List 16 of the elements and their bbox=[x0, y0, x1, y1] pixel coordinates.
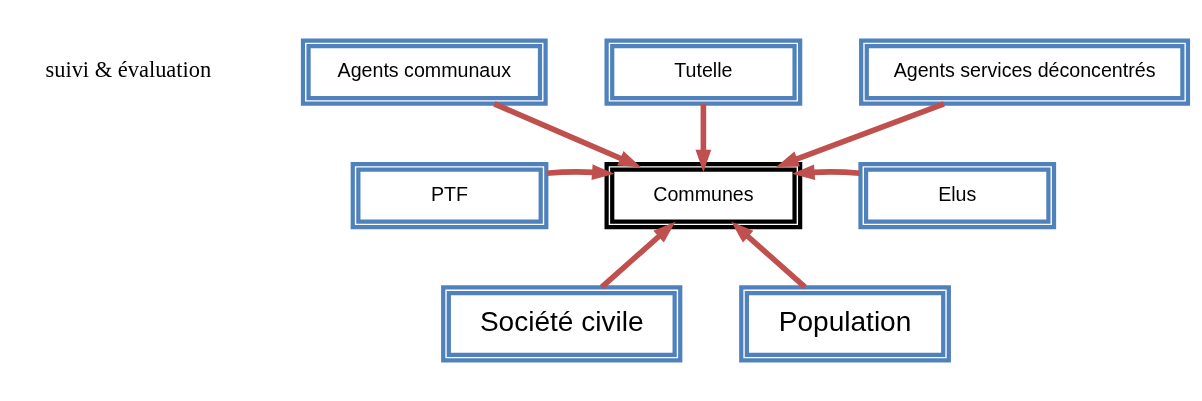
node-box: Communes bbox=[604, 161, 803, 230]
node-box: Elus bbox=[858, 161, 1057, 230]
node-box: Tutelle bbox=[604, 38, 803, 106]
arrow bbox=[695, 104, 712, 173]
arrow bbox=[731, 221, 807, 290]
arrow bbox=[776, 101, 945, 167]
node-box: Agents communaux bbox=[300, 38, 548, 106]
label: suivi & évaluation bbox=[45, 57, 212, 83]
arrow bbox=[599, 221, 676, 290]
arrow bbox=[493, 101, 642, 168]
node-box: Agents services déconcentrés bbox=[859, 38, 1191, 106]
arrow bbox=[792, 164, 861, 181]
arrow bbox=[546, 164, 615, 181]
node-box: Société civile bbox=[441, 285, 683, 363]
node-box: PTF bbox=[350, 161, 549, 230]
node-box: Population bbox=[739, 285, 951, 363]
